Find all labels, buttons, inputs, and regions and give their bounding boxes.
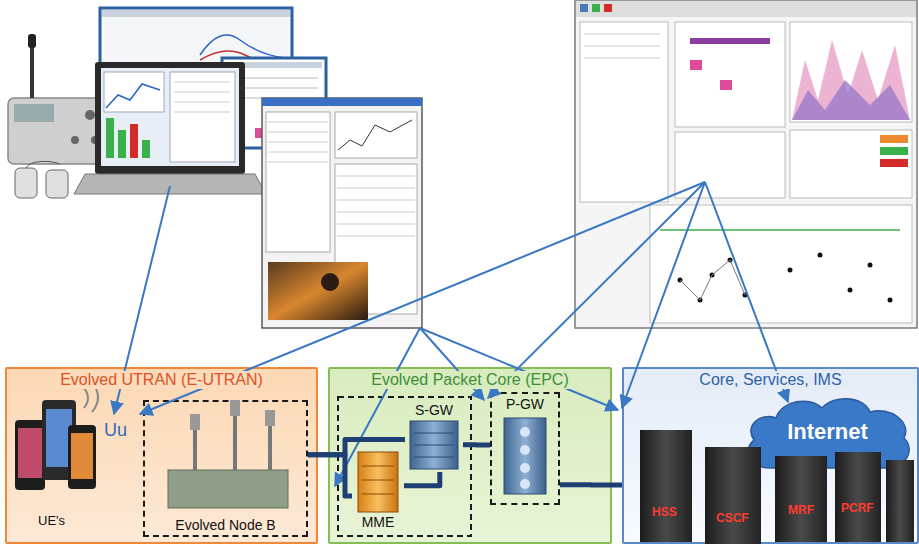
probe-arrows [114, 182, 788, 486]
server-label: CSCF [716, 512, 749, 526]
device-label: UE's [38, 514, 65, 529]
server-label: MRF [788, 504, 814, 518]
server-label: HSS [652, 506, 677, 520]
enodeb-box: Evolved Node B [143, 400, 308, 537]
region-title: Core, Services, IMS [695, 371, 845, 389]
node-label: S-GW [413, 402, 455, 418]
server-label: PCRF [841, 502, 874, 516]
enodeb-towers [168, 400, 288, 508]
link-line [404, 472, 440, 486]
analyzer-screenshot [262, 98, 422, 328]
ue-phones [15, 382, 98, 490]
interface-label: Uu [104, 420, 127, 441]
protocol-screenshot [575, 0, 917, 328]
core-servers [640, 430, 914, 544]
region-title: Evolved UTRAN (E-UTRAN) [56, 371, 267, 389]
link-line [463, 442, 490, 447]
node-label: Internet [785, 419, 870, 444]
link-line [308, 455, 352, 496]
node-label: Evolved Node B [173, 517, 277, 533]
node-label: P-GW [504, 396, 546, 412]
node-label: MME [360, 514, 397, 530]
epc-servers [338, 397, 546, 536]
region-title: Evolved Packet Core (EPC) [367, 371, 572, 389]
link-line [560, 482, 622, 487]
